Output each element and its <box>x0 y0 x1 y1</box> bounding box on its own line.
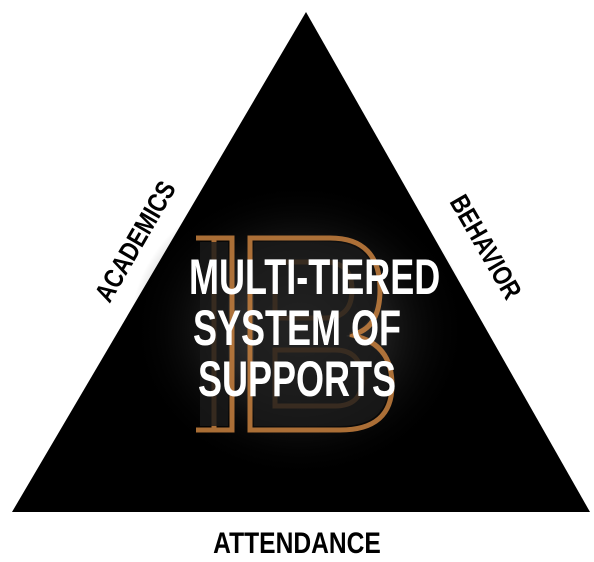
attendance-label: ATTENDANCE <box>213 527 381 560</box>
center-title: MULTI-TIERED SYSTEM OF SUPPORTS <box>189 249 441 407</box>
title-line-2: SYSTEM OF <box>192 300 402 356</box>
title-line-3: SUPPORTS <box>197 351 397 407</box>
logo-inner <box>200 242 388 426</box>
title-line-1: MULTI-TIERED <box>189 249 441 305</box>
